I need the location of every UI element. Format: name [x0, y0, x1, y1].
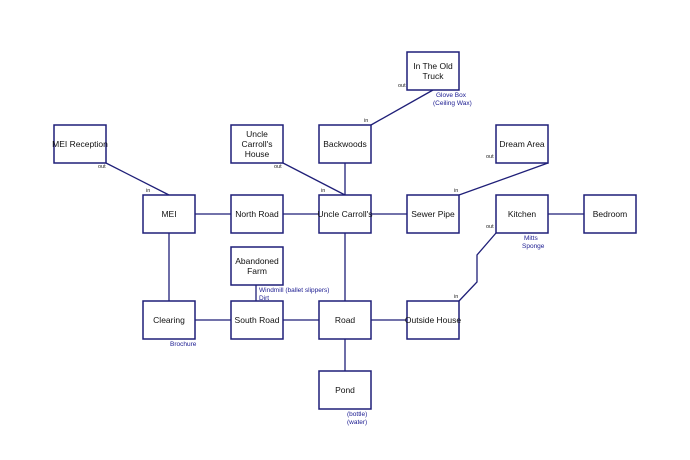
- room-mei[interactable]: MEI: [142, 194, 196, 234]
- room-label: Uncle: [246, 129, 268, 139]
- map-connections: [105, 89, 584, 371]
- room-label: MEI Reception: [52, 139, 108, 149]
- room-label: Backwoods: [323, 139, 366, 149]
- map-annotations: out in out in out in out in out in Glove Box(Ceili…: [98, 83, 545, 426]
- room-label: In The Old: [413, 61, 453, 71]
- room-box[interactable]: [230, 246, 284, 286]
- room-backwoods[interactable]: Backwoods: [318, 124, 372, 164]
- room-dream-area[interactable]: Dream Area: [495, 124, 549, 164]
- room-box[interactable]: [142, 194, 196, 234]
- room-road[interactable]: Road: [318, 300, 372, 340]
- room-label: MEI: [161, 209, 176, 219]
- item-label: (Ceiling Wax): [433, 100, 472, 107]
- room-box[interactable]: [318, 194, 372, 234]
- room-uncle-carrolls[interactable]: Uncle Carroll's: [318, 194, 373, 234]
- room-label: Outside House: [405, 315, 461, 325]
- direction-label: out: [98, 164, 106, 170]
- room-box[interactable]: [406, 300, 460, 340]
- direction-label: in: [146, 188, 150, 194]
- direction-label: in: [321, 188, 325, 194]
- room-box[interactable]: [318, 124, 372, 164]
- room-label: Road: [335, 315, 356, 325]
- room-box[interactable]: [495, 124, 549, 164]
- item-label: Dirt: [259, 295, 269, 302]
- room-south-road[interactable]: South Road: [230, 300, 284, 340]
- room-label: South Road: [235, 315, 280, 325]
- room-box[interactable]: [53, 124, 107, 164]
- item-label: Brochure: [170, 341, 197, 348]
- room-kitchen[interactable]: Kitchen: [495, 194, 549, 234]
- room-pond[interactable]: Pond: [318, 370, 372, 410]
- room-label: Bedroom: [593, 209, 628, 219]
- item-label: Sponge: [522, 243, 545, 250]
- item-label: (water): [347, 419, 367, 426]
- room-box[interactable]: [318, 300, 372, 340]
- item-label: Windmill (ballet slippers): [259, 287, 329, 294]
- room-box[interactable]: [230, 194, 284, 234]
- room-box[interactable]: [406, 194, 460, 234]
- room-label: Truck: [423, 71, 445, 81]
- room-north-road[interactable]: North Road: [230, 194, 284, 234]
- room-label: Carroll's: [242, 139, 273, 149]
- room-box[interactable]: [142, 300, 196, 340]
- room-label: Clearing: [153, 315, 185, 325]
- room-box[interactable]: [583, 194, 637, 234]
- connection-line: [105, 162, 170, 196]
- room-mei-reception[interactable]: MEI Reception: [52, 124, 108, 164]
- direction-label: in: [364, 118, 368, 124]
- item-label: Glove Box: [436, 92, 467, 99]
- direction-label: out: [486, 154, 494, 160]
- room-outside-house[interactable]: Outside House: [405, 300, 461, 340]
- direction-label: out: [274, 164, 282, 170]
- room-label: Dream Area: [499, 139, 545, 149]
- item-label: (bottle): [347, 411, 367, 418]
- room-label: Abandoned: [235, 256, 279, 266]
- room-clearing[interactable]: Clearing: [142, 300, 196, 340]
- room-label: Pond: [335, 385, 355, 395]
- connection-line: [458, 162, 549, 196]
- direction-label: in: [454, 294, 458, 300]
- room-sewer-pipe[interactable]: Sewer Pipe: [406, 194, 460, 234]
- room-box[interactable]: [495, 194, 549, 234]
- connection-line: [282, 162, 346, 196]
- direction-label: out: [486, 224, 494, 230]
- room-label: Kitchen: [508, 209, 537, 219]
- item-label: Mitts: [524, 235, 538, 242]
- room-label: Uncle Carroll's: [318, 209, 373, 219]
- direction-label: in: [454, 188, 458, 194]
- connection-line: [458, 232, 497, 302]
- room-label: Farm: [247, 266, 267, 276]
- room-label: North Road: [235, 209, 279, 219]
- room-box[interactable]: [230, 300, 284, 340]
- room-bedroom[interactable]: Bedroom: [583, 194, 637, 234]
- room-box[interactable]: [230, 124, 284, 164]
- room-box[interactable]: [406, 51, 460, 91]
- connection-line: [370, 89, 434, 126]
- direction-label: out: [398, 83, 406, 89]
- room-box[interactable]: [318, 370, 372, 410]
- room-label: Sewer Pipe: [411, 209, 455, 219]
- room-label: House: [245, 149, 270, 159]
